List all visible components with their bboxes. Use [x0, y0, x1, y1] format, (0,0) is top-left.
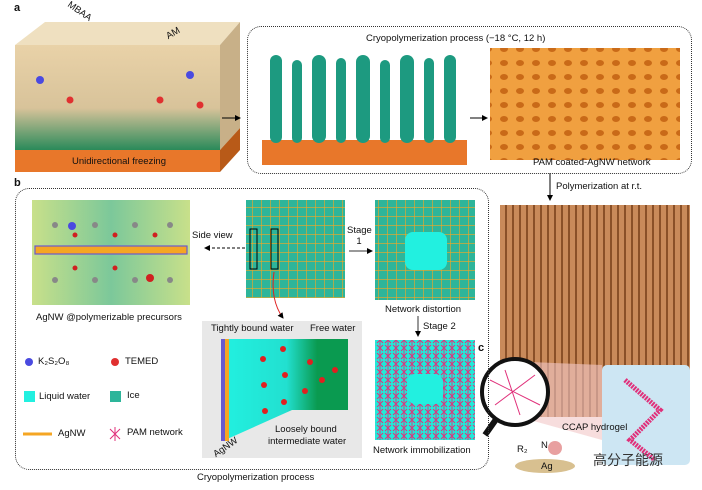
stage1-label: Stage 1	[347, 225, 372, 247]
pam-coated-label: PAM coated-AgNW network	[533, 157, 651, 168]
legend-agnw: AgNW	[58, 428, 86, 439]
k2s2o8-legend-icon	[25, 358, 33, 366]
legend-pam-network: PAM network	[127, 427, 183, 438]
precursor-image	[32, 200, 190, 305]
side-view-label: Side view	[192, 230, 233, 241]
network-distortion-image	[375, 200, 475, 300]
loosely-bound-label: Loosely bound	[275, 424, 337, 435]
watermark: 高分子能源	[593, 452, 663, 468]
zoom-arrow	[272, 271, 284, 319]
intermediate-water-label: intermediate water	[268, 436, 347, 447]
panel-a-label: a	[14, 2, 21, 14]
panel-b-box	[15, 188, 489, 470]
panel-c-label: c	[478, 342, 485, 354]
cryo-title: Cryopolymerization process (−18 °C, 12 h…	[366, 33, 546, 44]
network-immobilization-label: Network immobilization	[373, 445, 471, 456]
panel-c-graphic	[480, 357, 690, 473]
pam-coated-network-image	[490, 48, 680, 160]
legend-temed: TEMED	[125, 356, 159, 367]
cryo-pillars-image	[262, 55, 467, 165]
r2-label: R₂	[517, 444, 528, 455]
ice-swatch-icon	[110, 391, 121, 402]
temed-legend-icon	[111, 358, 119, 366]
legend-k2s2o8: K₂S₂O₈	[38, 356, 70, 367]
pam-network-icon	[109, 427, 121, 441]
cryo-footer-label: Cryopolymerization process	[197, 472, 315, 483]
selection-box	[249, 228, 258, 270]
network-distortion-label: Network distortion	[385, 304, 462, 315]
stage2-label: Stage 2	[423, 321, 456, 332]
ag-label: Ag	[541, 461, 553, 472]
legend-ice: Ice	[127, 390, 140, 401]
polymerization-label: Polymerization at r.t.	[556, 181, 643, 192]
water-layer-image	[202, 321, 362, 458]
n-label: N	[541, 440, 548, 451]
ccap-label: CCAP hydrogel	[562, 422, 628, 433]
ice-grid-image	[246, 200, 345, 298]
freezing-block	[15, 22, 240, 172]
legend-liquid-water: Liquid water	[39, 391, 91, 402]
network-immobilization-image	[375, 340, 475, 440]
tightly-bound-label: Tightly bound water	[211, 323, 294, 334]
free-water-label: Free water	[310, 323, 356, 334]
liquid-water-swatch-icon	[24, 391, 35, 402]
panel-b-label: b	[14, 177, 21, 189]
selection-box	[270, 228, 279, 270]
cryo-process-box	[247, 26, 692, 174]
precursors-label: AgNW @polymerizable precursors	[36, 312, 182, 323]
unidirectional-freezing-label: Unidirectional freezing	[72, 156, 166, 167]
